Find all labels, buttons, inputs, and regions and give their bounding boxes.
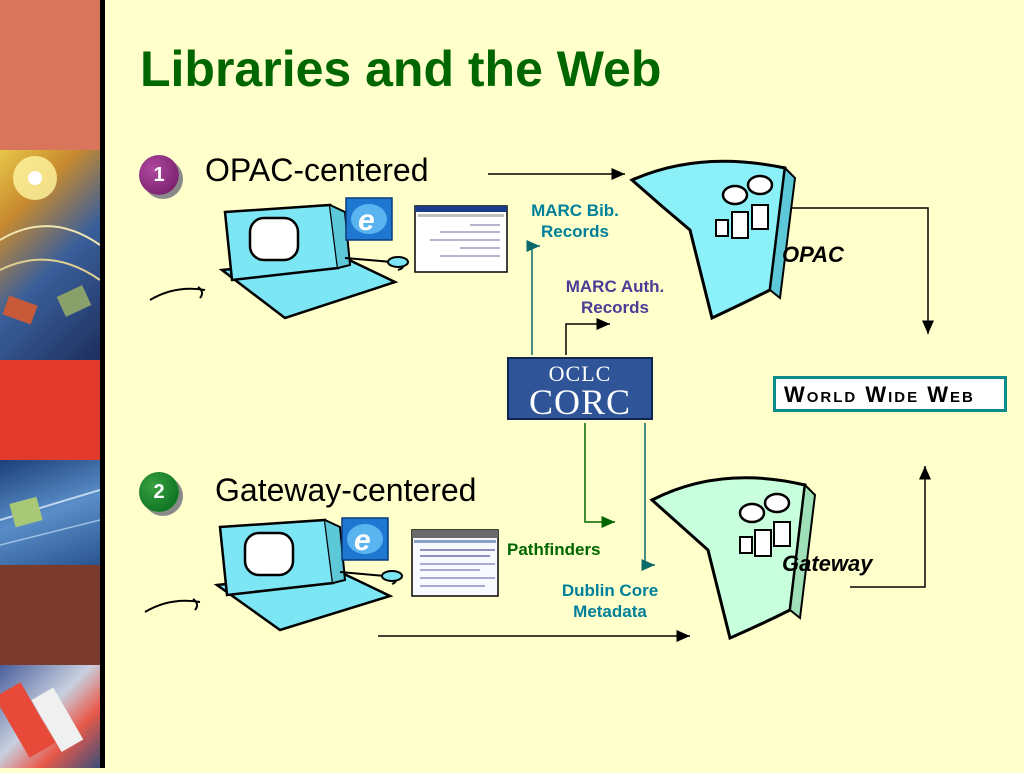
world-wide-web-banner: World Wide Web (773, 376, 1007, 412)
internet-explorer-icon-1: e (345, 197, 393, 241)
oclc-logo-line2: CORC (528, 382, 632, 422)
marc-bib-line1: MARC Bib. (531, 201, 619, 220)
decorative-sidebar (0, 0, 101, 768)
gateway-label: Gateway (782, 551, 873, 576)
computer-2-clipart (144, 518, 403, 632)
pathfinders-label: Pathfinders (507, 540, 601, 559)
section-2-heading: Gateway-centered (215, 472, 477, 508)
slide-title: Libraries and the Web (140, 41, 662, 97)
sidebar-divider (100, 0, 105, 768)
sidebar-panel-blue-tech (0, 460, 101, 565)
sidebar-panel-satellite (0, 150, 101, 360)
oclc-corc-logo: OCLC CORC (507, 357, 653, 420)
opac-server-clipart (629, 159, 797, 321)
marc-bib-line2: Records (540, 222, 610, 241)
oclc-logo-line1: OCLC (548, 361, 612, 386)
marc-auth-line2: Records (580, 298, 650, 317)
gateway-server-clipart (649, 476, 817, 641)
computer-1-clipart (149, 203, 409, 320)
binders-image (0, 682, 84, 758)
opac-label: OPAC (782, 242, 844, 267)
tech-image (0, 489, 101, 546)
dublin-core-metadata-label: Dublin Core Metadata (540, 580, 680, 622)
satellite-image (0, 156, 101, 325)
browser-screenshot-2 (411, 529, 499, 597)
section-1-badge: 1 (139, 155, 179, 195)
sidebar-panel-red (0, 360, 100, 460)
browser-screenshot-1 (414, 205, 508, 273)
sidebar-panel-brown (0, 565, 100, 665)
www-banner-text: World Wide Web (784, 382, 975, 407)
svg-text:e: e (358, 204, 375, 237)
sidebar-panel-binders (0, 665, 100, 768)
marc-bib-records-label: MARC Bib. Records (510, 200, 640, 242)
dublin-core-line1: Dublin Core (561, 581, 659, 600)
marc-auth-records-label: MARC Auth. Records (545, 276, 685, 318)
dublin-core-line2: Metadata (573, 602, 647, 621)
section-1-heading: OPAC-centered (205, 152, 429, 188)
section-2-badge: 2 (139, 472, 179, 512)
svg-text:e: e (354, 524, 371, 557)
connector-arrows (378, 168, 934, 642)
sidebar-panel-salmon (0, 0, 100, 150)
marc-auth-line1: MARC Auth. (565, 277, 665, 296)
internet-explorer-icon-2: e (341, 517, 389, 561)
